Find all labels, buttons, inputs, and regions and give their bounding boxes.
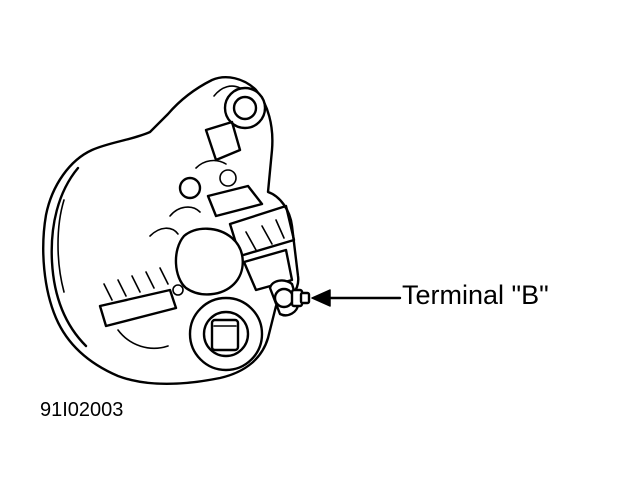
mounting-lug-upper [213,85,267,130]
mounting-lug-lower [188,296,264,372]
terminal-b-label: Terminal "B" [402,280,549,310]
cooling-slots [98,267,184,350]
callout-arrow [311,289,402,307]
regulator-boss [149,206,244,296]
figure-code: 91I02003 [40,399,124,421]
terminal-b-stud [268,279,311,317]
